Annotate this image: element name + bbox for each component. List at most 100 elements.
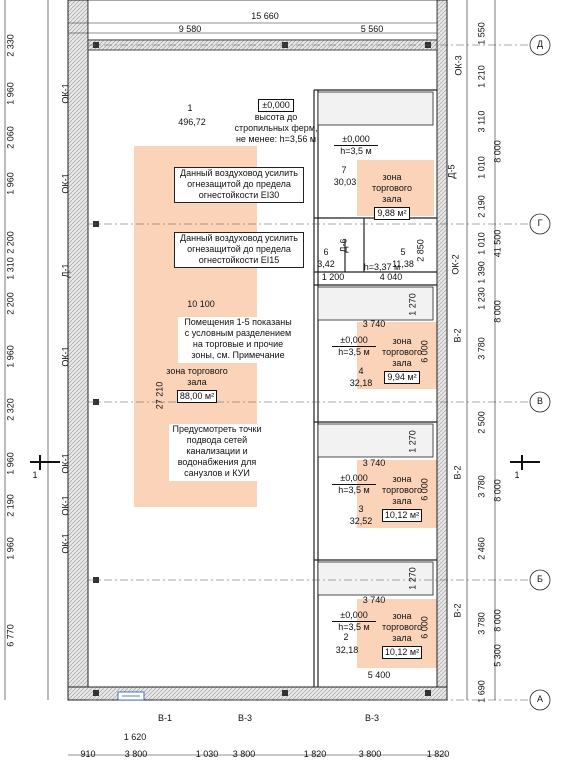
sewer-note-line-1: Предусмотреть точки xyxy=(172,424,262,434)
sanitary-blocks xyxy=(317,91,434,596)
duct-note-ei30: Данный воздуховод усилить огнезащитой до… xyxy=(174,167,304,203)
duct-note-ei15: Данный воздуховод усилить огнезащитой до… xyxy=(174,232,304,268)
right-dim-2: 3 110 xyxy=(476,110,487,133)
bottom-dim-3: 3 800 xyxy=(232,749,256,759)
zone-label-main: зона торгового зала 88,00 м² xyxy=(162,366,232,403)
rooms-note-line-1: Помещения 1-5 показаны xyxy=(184,317,292,327)
inner-dim-5400: 5 400 xyxy=(367,670,391,680)
room-5-area: 11,38 xyxy=(392,259,414,269)
door-label-b3-a: В-3 xyxy=(237,713,252,723)
inner-dim-4040: 4 040 xyxy=(379,272,403,282)
overall-width-dim: 15 660 xyxy=(251,11,279,21)
rooms-division-note: Помещения 1-5 показаны с условным раздел… xyxy=(178,317,298,363)
window-label-3: ОК-1 xyxy=(60,346,71,367)
left-dim-10: 2 190 xyxy=(5,494,16,517)
room-3-level-zero: ±0,000 xyxy=(332,473,376,485)
right-dim-4: 2 190 xyxy=(476,195,487,218)
room-2-level: ±0,000 h=3,5 м xyxy=(332,610,376,633)
bottom-dim-4: 1 820 xyxy=(303,749,327,759)
room-4-level-zero: ±0,000 xyxy=(332,335,376,347)
rooms-note-line-4: зоны, см. Примечание xyxy=(191,350,285,360)
left-dim-12: 6 770 xyxy=(5,624,16,647)
section-mark-left: 1 xyxy=(32,470,38,480)
right-dim-11: 2 460 xyxy=(476,537,487,560)
room-7-level-zero: ±0,000 xyxy=(334,134,378,146)
right-dim-12: 3 780 xyxy=(476,612,487,635)
right-dim-8: 3 780 xyxy=(476,337,487,360)
inner-dim-1620: 1 620 xyxy=(123,732,147,742)
door-label-b3-b: В-3 xyxy=(364,713,379,723)
room-4-level-h: h=3,5 м xyxy=(338,347,370,357)
left-dim-11: 1 960 xyxy=(5,537,16,560)
section-mark-right: 1 xyxy=(514,470,520,480)
room-2-level-zero: ±0,000 xyxy=(332,610,376,622)
room-7-level: ±0,000 h=3,5 м xyxy=(334,134,378,157)
window-label-6: ОК-1 xyxy=(60,533,71,554)
door-label-b2-b: В-2 xyxy=(452,465,463,480)
room-6-number: 6 xyxy=(323,247,329,257)
zone-main-title: зона торгового зала xyxy=(166,366,228,387)
grid-axis-markers xyxy=(529,34,551,711)
sewer-note-line-2: подвода сетей xyxy=(186,435,248,445)
room-5-number: 5 xyxy=(400,247,406,257)
sewer-note-line-4: водонабжения для xyxy=(177,457,257,467)
right-dim-9: 2 500 xyxy=(476,411,487,434)
window-label-2: Д-1 xyxy=(60,263,71,278)
inner-dim-1270-a: 1 270 xyxy=(407,293,418,316)
height-note-line-3: не менее: h=3,56 м xyxy=(235,134,317,144)
grid-axis-label-4: А xyxy=(536,694,543,704)
bottom-dim-2: 1 030 xyxy=(195,749,219,759)
dimension-lines xyxy=(4,0,496,756)
duct-note-ei15-line-2: огнезащитой до предела xyxy=(187,244,291,254)
right-outer-dim-0: 8 000 xyxy=(492,140,503,163)
left-dim-6: 2 200 xyxy=(5,292,16,315)
inner-dim-3740-c: 3 740 xyxy=(362,595,386,605)
room-3-area: 32,52 xyxy=(349,516,373,526)
room-7-area: 30,03 xyxy=(333,177,357,187)
window-label-5: ОК-1 xyxy=(60,495,71,516)
left-dim-1: 1 960 xyxy=(5,82,16,105)
duct-note-ei15-line-3: огнестойкости EI15 xyxy=(198,255,280,265)
duct-note-ei30-line-2: огнезащитой до предела xyxy=(187,179,291,189)
room-1-number: 1 xyxy=(187,103,193,113)
door-label-b2-a: В-2 xyxy=(452,328,463,343)
right-dim-0: 1 550 xyxy=(476,22,487,45)
room-7-level-h: h=3,5 м xyxy=(340,146,372,156)
door-label-b1: В-1 xyxy=(157,713,172,723)
zone-room2-title: зона торгового зала xyxy=(382,611,422,643)
zone-room7-title: зона торгового зала xyxy=(372,172,412,204)
inner-dim-3740-b: 3 740 xyxy=(362,458,386,468)
bottom-dim-5: 3 800 xyxy=(358,749,382,759)
sewer-note-line-3: канализации и xyxy=(186,446,248,456)
room-3-level: ±0,000 h=3,5 м xyxy=(332,473,376,496)
door-label-b2-c: В-2 xyxy=(452,603,463,618)
door-label-ok3: ОК-3 xyxy=(453,55,464,76)
inner-dim-3740-a: 3 740 xyxy=(362,319,386,329)
right-dim-10: 3 780 xyxy=(476,475,487,498)
right-dim-7: 1 230 xyxy=(476,287,487,310)
room-2-level-h: h=3,5 м xyxy=(338,622,370,632)
room-1-area: 496,72 xyxy=(178,117,206,127)
room-4-level: ±0,000 h=3,5 м xyxy=(332,335,376,358)
height-note-line-1: высота до xyxy=(254,112,298,122)
window-label-1: ОК-1 xyxy=(60,173,71,194)
bottom-dim-1: 3 800 xyxy=(124,749,148,759)
grid-axis-label-1: Г xyxy=(537,218,543,228)
room-6-area: 3,42 xyxy=(317,259,335,269)
left-dim-9: 1 960 xyxy=(5,452,16,475)
zone-room2-area: 10,12 м² xyxy=(381,646,423,659)
sewer-note-line-5: санузлов и КУИ xyxy=(184,468,250,478)
left-dim-2: 2 060 xyxy=(5,126,16,149)
right-dim-3: 1 010 xyxy=(476,156,487,179)
left-dim-8: 2 320 xyxy=(5,398,16,421)
height-note-level: ±0,000 xyxy=(258,99,294,112)
section-marks xyxy=(30,455,540,470)
inner-dim-1270-b: 1 270 xyxy=(407,430,418,453)
room-6-height: h=3,37 м xyxy=(363,262,401,272)
grid-axis-label-3: Б xyxy=(537,574,543,584)
sewer-note: Предусмотреть точки подвода сетей канали… xyxy=(169,424,265,481)
height-note: ±0,000 высота до стропильных ферм, не ме… xyxy=(228,99,324,145)
bottom-dim-6: 1 820 xyxy=(426,749,450,759)
door-label-d6: Д-6 xyxy=(338,238,349,253)
